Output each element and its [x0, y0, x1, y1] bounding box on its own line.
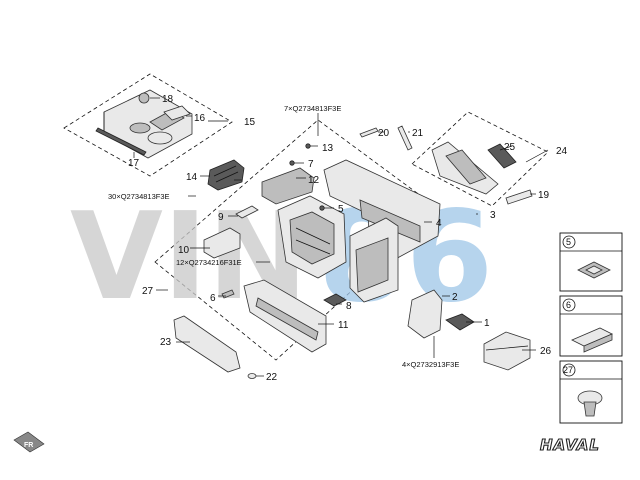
callout-4: 4	[436, 218, 442, 229]
callout-11: 11	[338, 320, 349, 331]
callout-7: 7	[308, 159, 314, 170]
inset-5: 5	[559, 232, 623, 292]
part-10-panel	[203, 227, 241, 259]
part-8-tray	[323, 293, 347, 307]
part-15-assembly	[103, 89, 193, 159]
clip-bracket-icon	[571, 327, 613, 353]
callout-13: 13	[322, 143, 334, 154]
callout-10: 10	[178, 245, 190, 256]
fastener-note-bottom: 4×Q2732913F3E	[402, 360, 459, 369]
callout-15: 15	[244, 117, 256, 128]
front-direction-label: FR	[24, 442, 33, 449]
fastener-note-left: 30×Q2734813F3E	[108, 192, 170, 201]
group-outline-15	[63, 73, 233, 177]
part-17-strip	[95, 127, 147, 156]
callout-22: 22	[266, 372, 278, 383]
callout-1: 1	[484, 318, 490, 329]
callout-23: 23	[160, 337, 172, 348]
callout-19: 19	[538, 190, 550, 201]
callout-20: 20	[378, 128, 390, 139]
part-7-screw	[289, 160, 295, 166]
callout-8: 8	[346, 301, 352, 312]
callout-17: 17	[128, 158, 140, 169]
inset-6-number: 6	[566, 300, 571, 310]
inset-27-number: 27	[563, 365, 573, 375]
front-direction-marker: FR	[13, 431, 45, 453]
leader-lines	[133, 97, 549, 377]
callout-24: 24	[556, 146, 568, 157]
callout-3: 3	[490, 210, 496, 221]
part-13-screw	[305, 143, 311, 149]
part-9-bracket	[235, 205, 259, 219]
part-19-trim	[505, 189, 533, 205]
brand-logo-text: HAVAL	[540, 436, 600, 454]
callout-27: 27	[142, 286, 154, 297]
part-21-rod	[397, 125, 413, 151]
part-2-cover	[407, 289, 443, 339]
callout-26: 26	[540, 346, 552, 357]
inset-5-number: 5	[566, 237, 571, 247]
part-console-frame	[277, 195, 347, 279]
callout-6: 6	[210, 293, 216, 304]
callout-18: 18	[162, 94, 174, 105]
part-22-plug	[247, 373, 257, 379]
callout-16: 16	[194, 113, 206, 124]
callout-21: 21	[412, 128, 424, 139]
part-20-clip	[359, 127, 379, 138]
push-rivet-icon	[577, 390, 603, 417]
group-outline-24	[411, 111, 549, 207]
part-11-side-panel	[243, 279, 327, 353]
part-26-lid	[483, 331, 531, 371]
part-4-console-body	[323, 159, 441, 303]
callout-14: 14	[186, 172, 198, 183]
inset-6: 6	[559, 295, 623, 357]
inset-27: 27	[559, 360, 623, 424]
fastener-note-mid: 12×Q2734216F31E	[176, 258, 242, 267]
callout-2: 2	[452, 292, 458, 303]
part-12-upper-bracket	[261, 167, 315, 205]
callout-5: 5	[338, 204, 344, 215]
fastener-note-top: 7×Q2734813F3E	[284, 104, 341, 113]
callout-9: 9	[218, 212, 224, 223]
brand-logo: HAVAL	[539, 435, 600, 454]
part-18-knob	[138, 92, 150, 104]
clip-nut-icon	[577, 261, 611, 279]
part-5-clip	[319, 205, 325, 211]
callout-12: 12	[308, 175, 320, 186]
part-25-grille	[487, 143, 517, 169]
part-24-armrest-panel	[431, 141, 499, 195]
part-14-grille	[207, 159, 245, 191]
part-23-carpet-panel	[173, 315, 241, 373]
part-16-cover	[163, 105, 191, 121]
callout-25: 25	[504, 142, 516, 153]
